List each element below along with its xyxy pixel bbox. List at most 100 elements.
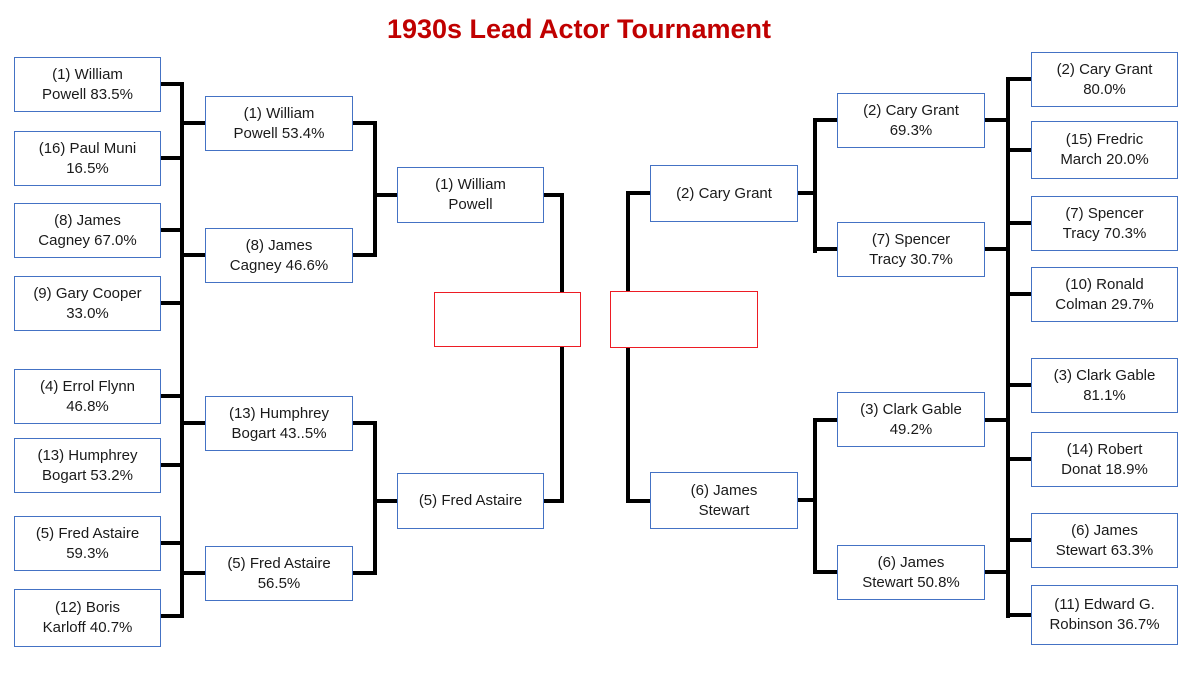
entry-line: 59.3% bbox=[66, 544, 109, 562]
connector-line bbox=[626, 499, 652, 503]
box-left-r1-0: (1) William Powell 83.5% bbox=[14, 57, 161, 112]
box-left-r2-3: (5) Fred Astaire 56.5% bbox=[205, 546, 353, 601]
entry-line: (6) James bbox=[877, 553, 945, 571]
entry-line: (16) Paul Muni bbox=[38, 139, 137, 157]
connector-line bbox=[1006, 148, 1033, 152]
connector-line bbox=[180, 571, 207, 575]
entry-line: 69.3% bbox=[889, 121, 933, 139]
connector-line bbox=[626, 191, 652, 195]
connector-line bbox=[157, 156, 184, 160]
entry-line: (13) Humphrey bbox=[37, 446, 138, 464]
box-left-r1-4: (4) Errol Flynn 46.8% bbox=[14, 369, 161, 424]
page-title: 1930s Lead Actor Tournament bbox=[386, 14, 772, 44]
entry-line: Donat 18.9% bbox=[1061, 460, 1148, 478]
entry-line: Tracy 70.3% bbox=[1062, 224, 1147, 242]
box-left-r1-1: (16) Paul Muni 16.5% bbox=[14, 131, 161, 186]
box-left-r2-2: (13) Humphrey Bogart 43..5% bbox=[205, 396, 353, 451]
box-right-r1-7: (11) Edward G. Robinson 36.7% bbox=[1031, 585, 1178, 645]
connector-line bbox=[157, 394, 184, 398]
entry-line: (5) Fred Astaire bbox=[227, 554, 331, 572]
connector-line bbox=[180, 253, 207, 257]
connector-line bbox=[813, 118, 839, 122]
box-right-r2-3: (6) James Stewart 50.8% bbox=[837, 545, 985, 600]
entry-line: Robinson 36.7% bbox=[1049, 616, 1160, 633]
entry-line: March 20.0% bbox=[1060, 151, 1149, 168]
entry-line: Cagney 67.0% bbox=[38, 231, 137, 249]
connector-line bbox=[373, 421, 377, 575]
entry-line: Stewart 63.3% bbox=[1055, 541, 1154, 559]
box-left-r1-6: (5) Fred Astaire 59.3% bbox=[14, 516, 161, 571]
connector-line bbox=[813, 118, 817, 253]
connector-line bbox=[542, 499, 564, 503]
connector-line bbox=[1006, 77, 1033, 81]
connector-line bbox=[373, 121, 377, 257]
connector-line bbox=[351, 421, 377, 425]
entry-line: Powell bbox=[448, 196, 493, 213]
connector-line bbox=[1006, 77, 1010, 618]
entry-line: (3) Clark Gable bbox=[860, 400, 962, 418]
entry-line: Tracy 30.7% bbox=[869, 250, 953, 268]
entry-line: Powell 83.5% bbox=[42, 85, 133, 103]
box-right-r1-6: (6) James Stewart 63.3% bbox=[1031, 513, 1178, 568]
entry-line: Powell 53.4% bbox=[233, 124, 325, 142]
entry-line: (1) William bbox=[435, 176, 506, 193]
entry-line: (11) Edward G. bbox=[1054, 596, 1155, 613]
entry-line: (3) Clark Gable bbox=[1053, 366, 1156, 384]
entry-line: 80.0% bbox=[1083, 80, 1126, 98]
entry-line: (2) Cary Grant bbox=[863, 101, 959, 119]
box-left-r1-3: (9) Gary Cooper 33.0% bbox=[14, 276, 161, 331]
connector-line bbox=[1006, 457, 1033, 461]
entry-line: (7) Spencer bbox=[871, 230, 951, 248]
connector-line bbox=[796, 191, 817, 195]
entry-line: (7) Spencer bbox=[1065, 204, 1144, 222]
connector-line bbox=[813, 418, 817, 574]
connector-line bbox=[157, 228, 184, 232]
connector-line bbox=[180, 421, 207, 425]
final-box-right bbox=[610, 291, 758, 348]
entry-line: (14) Robert bbox=[1066, 440, 1143, 458]
entry-line: Stewart bbox=[698, 501, 750, 519]
entry-line: (13) Humphrey bbox=[228, 404, 330, 422]
box-left-r2-0: (1) William Powell 53.4% bbox=[205, 96, 353, 151]
connector-line bbox=[796, 498, 817, 502]
box-right-r1-2: (7) Spencer Tracy 70.3% bbox=[1031, 196, 1178, 251]
box-left-r1-5: (13) Humphrey Bogart 53.2% bbox=[14, 438, 161, 493]
box-right-r2-2: (3) Clark Gable 49.2% bbox=[837, 392, 985, 447]
connector-line bbox=[813, 570, 839, 574]
connector-line bbox=[157, 614, 184, 618]
connector-line bbox=[373, 499, 399, 503]
entry-line: (5) Fred Astaire bbox=[35, 524, 140, 542]
entry-line: 81.1% bbox=[1083, 386, 1126, 404]
connector-line bbox=[157, 82, 184, 86]
connector-line bbox=[351, 121, 377, 125]
box-left-semifinal-0: (1) William Powell bbox=[397, 167, 544, 223]
connector-line bbox=[1006, 292, 1033, 296]
connector-line bbox=[351, 571, 377, 575]
entry-line: (2) Cary Grant bbox=[676, 184, 772, 202]
box-left-r1-7: (12) Boris Karloff 40.7% bbox=[14, 589, 161, 647]
entry-line: 56.5% bbox=[257, 574, 301, 592]
entry-line: Bogart 53.2% bbox=[42, 466, 133, 484]
box-left-r2-1: (8) James Cagney 46.6% bbox=[205, 228, 353, 283]
connector-line bbox=[1006, 613, 1033, 617]
entry-line: (15) Fredric bbox=[1065, 131, 1144, 148]
entry-line: (12) Boris bbox=[54, 599, 121, 616]
entry-line: (8) James bbox=[245, 236, 313, 254]
connector-line bbox=[1006, 538, 1033, 542]
connector-line bbox=[180, 82, 184, 618]
box-right-r1-5: (14) Robert Donat 18.9% bbox=[1031, 432, 1178, 487]
entry-line: (10) Ronald bbox=[1065, 275, 1144, 293]
connector-line bbox=[373, 193, 399, 197]
entry-line: 16.5% bbox=[66, 159, 109, 177]
final-box-left bbox=[434, 292, 581, 347]
box-right-semifinal-0: (2) Cary Grant bbox=[650, 165, 798, 222]
entry-line: Bogart 43..5% bbox=[231, 424, 327, 442]
connector-line bbox=[560, 193, 564, 503]
connector-line bbox=[983, 118, 1010, 122]
entry-line: (8) James bbox=[54, 211, 121, 229]
entry-line: (9) Gary Cooper bbox=[33, 284, 142, 302]
box-right-r1-4: (3) Clark Gable 81.1% bbox=[1031, 358, 1178, 413]
box-right-r1-0: (2) Cary Grant 80.0% bbox=[1031, 52, 1178, 107]
connector-line bbox=[983, 247, 1010, 251]
